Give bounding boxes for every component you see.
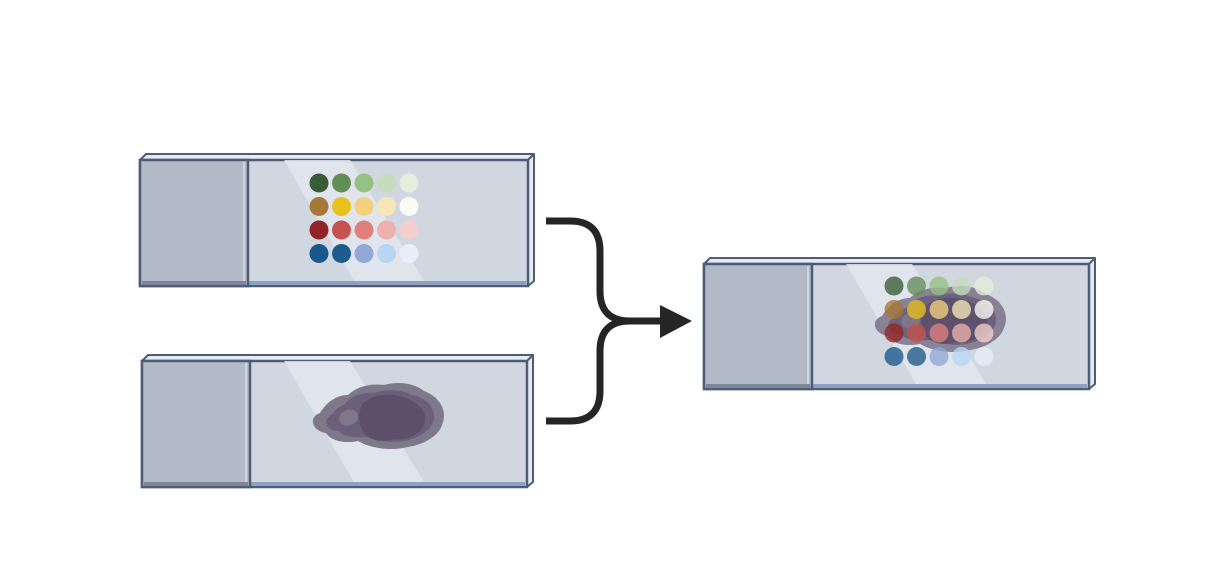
- slide-label-area: [702, 262, 814, 391]
- tissue-spot: [339, 409, 358, 426]
- spot-r1-c4: [974, 300, 994, 319]
- merge-bracket: [546, 217, 662, 325]
- spot-r2-c3: [952, 323, 971, 343]
- spot-r3-c4: [974, 347, 994, 366]
- arrow-head-icon: [660, 305, 692, 338]
- spot-r0-c1: [332, 173, 351, 193]
- merge-arrow-icon: [546, 217, 692, 425]
- spot-r3-c1: [332, 244, 351, 263]
- spot-r0-c3: [952, 276, 971, 296]
- spot-r0-c3: [377, 173, 396, 193]
- spot-r0-c1: [907, 276, 926, 296]
- spot-r1-c0: [884, 300, 904, 319]
- spot-r0-c0: [884, 276, 904, 296]
- spot-r3-c0: [309, 244, 329, 263]
- spot-r3-c3: [377, 244, 396, 263]
- spot-r1-c2: [929, 300, 949, 319]
- spot-r2-c0: [309, 220, 329, 240]
- slide-bottom-band: [142, 281, 526, 285]
- spot-grid: [309, 173, 419, 263]
- spot-r2-c0: [884, 323, 904, 343]
- spot-r3-c1: [907, 347, 926, 366]
- label-bottom-band: [144, 482, 248, 486]
- spot-r2-c4: [399, 220, 419, 240]
- slide-tissue-section: [140, 354, 534, 489]
- spot-r2-c2: [929, 323, 949, 343]
- spot-r0-c0: [309, 173, 329, 193]
- tissue-section: [312, 383, 444, 449]
- spot-r0-c2: [929, 276, 949, 296]
- label-bottom-band: [706, 384, 810, 388]
- spot-r1-c2: [354, 197, 374, 216]
- slide-label-area: [140, 359, 252, 489]
- spot-r2-c2: [354, 220, 374, 240]
- label-bottom-band: [142, 281, 246, 285]
- spot-r2-c3: [377, 220, 396, 240]
- spot-r3-c3: [952, 347, 971, 366]
- spot-r3-c2: [354, 244, 374, 263]
- spot-grid: [884, 276, 994, 366]
- spot-r0-c4: [399, 173, 419, 193]
- slide-label-area: [138, 158, 250, 288]
- spot-r2-c1: [332, 220, 351, 240]
- spot-r2-c1: [907, 323, 926, 343]
- slide-combined: [702, 257, 1096, 391]
- spot-r0-c2: [354, 173, 374, 193]
- spot-r1-c0: [309, 197, 329, 216]
- spot-r3-c0: [884, 347, 904, 366]
- spot-r3-c2: [929, 347, 949, 366]
- spot-r1-c4: [399, 197, 419, 216]
- spot-r1-c1: [907, 300, 926, 319]
- merge-bracket-lower: [546, 317, 631, 425]
- slide-barcoded-array: [138, 153, 535, 288]
- spot-r1-c1: [332, 197, 351, 216]
- tissue-inner: [359, 394, 426, 441]
- spot-r3-c4: [399, 244, 419, 263]
- slide-bottom-band: [144, 482, 525, 486]
- spot-r2-c4: [974, 323, 994, 343]
- spot-r1-c3: [952, 300, 971, 319]
- spot-r0-c4: [974, 276, 994, 296]
- slide-bottom-band: [706, 384, 1087, 388]
- spot-r1-c3: [377, 197, 396, 216]
